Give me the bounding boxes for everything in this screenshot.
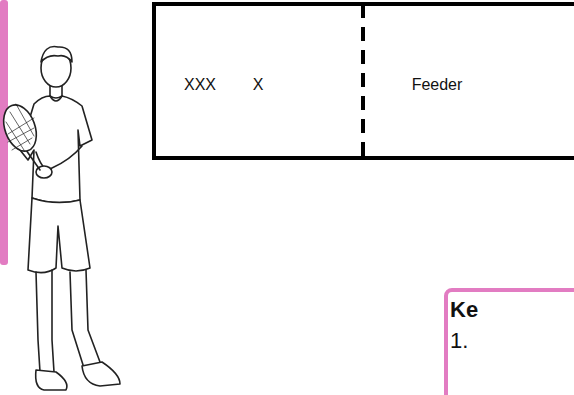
key-item-number: 1. xyxy=(450,328,468,354)
tennis-player xyxy=(0,47,120,390)
key-heading: Ke xyxy=(450,297,478,323)
feeder-label: Feeder xyxy=(412,76,463,94)
court-box: XXXXFeeder xyxy=(152,2,574,160)
key-box: Ke 1. xyxy=(444,288,574,395)
position-label: XXX xyxy=(184,76,216,94)
dashed-divider xyxy=(361,4,365,158)
position-label: X xyxy=(253,76,264,94)
